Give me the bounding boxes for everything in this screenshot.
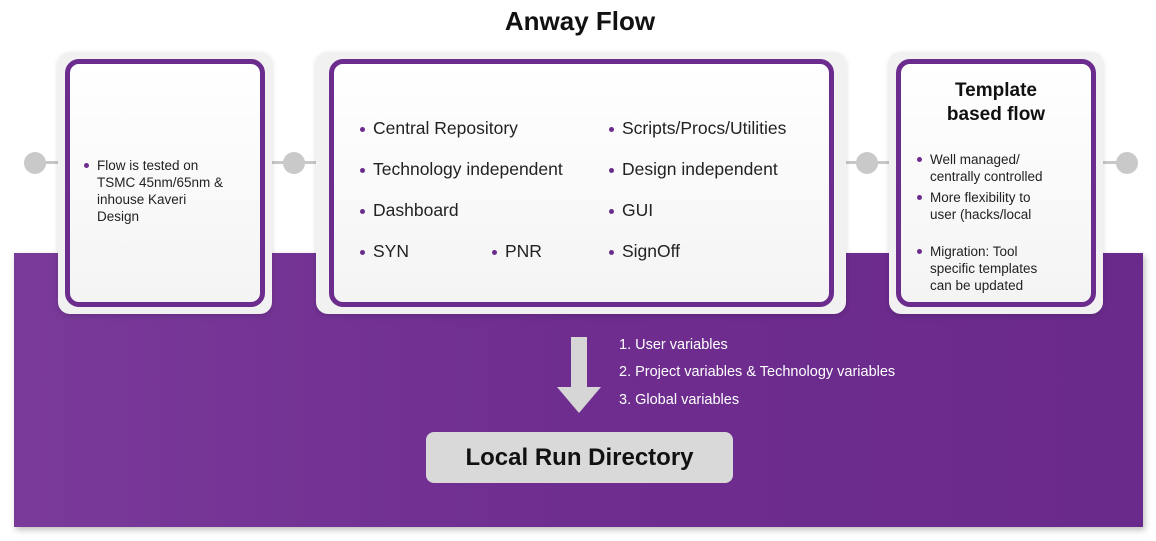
- bullet-icon: [360, 209, 365, 214]
- left-card-text: Flow is tested on TSMC 45nm/65nm & inhou…: [97, 158, 224, 224]
- connector-dot-1: [283, 152, 305, 174]
- center-item: PNR: [492, 241, 542, 262]
- bullet-icon: [609, 209, 614, 214]
- right-card-text: More flexibility to user (hacks/local: [930, 190, 1032, 222]
- template-flow-title: Template based flow: [946, 80, 1046, 125]
- variables-item: 3. Global variables: [619, 392, 740, 408]
- center-item-label: Design independent: [622, 159, 778, 179]
- bullet-icon: [492, 250, 497, 255]
- connector-dot-left: [24, 152, 46, 174]
- center-item-label: PNR: [505, 241, 542, 261]
- diagram-title: Anway Flow: [504, 6, 656, 36]
- center-item-label: SYN: [373, 241, 409, 261]
- center-item: Technology independent: [360, 159, 563, 180]
- center-item: Scripts/Procs/Utilities: [609, 118, 786, 139]
- center-item: Dashboard: [360, 200, 459, 221]
- bullet-icon: [360, 250, 365, 255]
- center-item: SYN: [360, 241, 409, 262]
- bullet-icon: [609, 168, 614, 173]
- bullet-icon: [84, 163, 89, 168]
- center-item: Central Repository: [360, 118, 518, 139]
- center-item-label: Technology independent: [373, 159, 563, 179]
- bullet-icon: [917, 195, 922, 200]
- bullet-icon: [609, 127, 614, 132]
- down-arrow-icon: [557, 337, 601, 413]
- center-item-label: Scripts/Procs/Utilities: [622, 118, 787, 138]
- right-card: Template based flow Well managed/ centra…: [896, 59, 1096, 307]
- bullet-icon: [360, 168, 365, 173]
- connector-dot-right: [1116, 152, 1138, 174]
- center-item: GUI: [609, 200, 653, 221]
- right-card-bullet: Well managed/ centrally controlled: [917, 151, 1092, 185]
- center-item-label: Dashboard: [373, 200, 459, 220]
- local-run-directory-box: Local Run Directory: [426, 432, 733, 483]
- bullet-icon: [917, 249, 922, 254]
- center-item: Design independent: [609, 159, 778, 180]
- left-card-bullet: Flow is tested on TSMC 45nm/65nm & inhou…: [84, 157, 259, 225]
- bullet-icon: [609, 250, 614, 255]
- center-item-label: Central Repository: [373, 118, 518, 138]
- left-card: Flow is tested on TSMC 45nm/65nm & inhou…: [65, 59, 265, 307]
- right-card-bullet: Migration: Tool specific templates can b…: [917, 243, 1092, 294]
- variables-item: 2. Project variables & Technology variab…: [619, 364, 896, 380]
- variables-item: 1. User variables: [619, 337, 728, 353]
- bullet-icon: [917, 157, 922, 162]
- right-card-text: Migration: Tool specific templates can b…: [930, 244, 1038, 293]
- right-card-bullet: More flexibility to user (hacks/local: [917, 189, 1092, 223]
- center-item: SignOff: [609, 241, 680, 262]
- connector-dot-2: [856, 152, 878, 174]
- center-item-label: SignOff: [622, 241, 681, 261]
- bullet-icon: [360, 127, 365, 132]
- right-card-text: Well managed/ centrally controlled: [930, 152, 1043, 184]
- center-item-label: GUI: [622, 200, 654, 220]
- center-card: Central Repository Scripts/Procs/Utiliti…: [329, 59, 834, 307]
- local-run-directory-label: Local Run Directory: [465, 443, 694, 471]
